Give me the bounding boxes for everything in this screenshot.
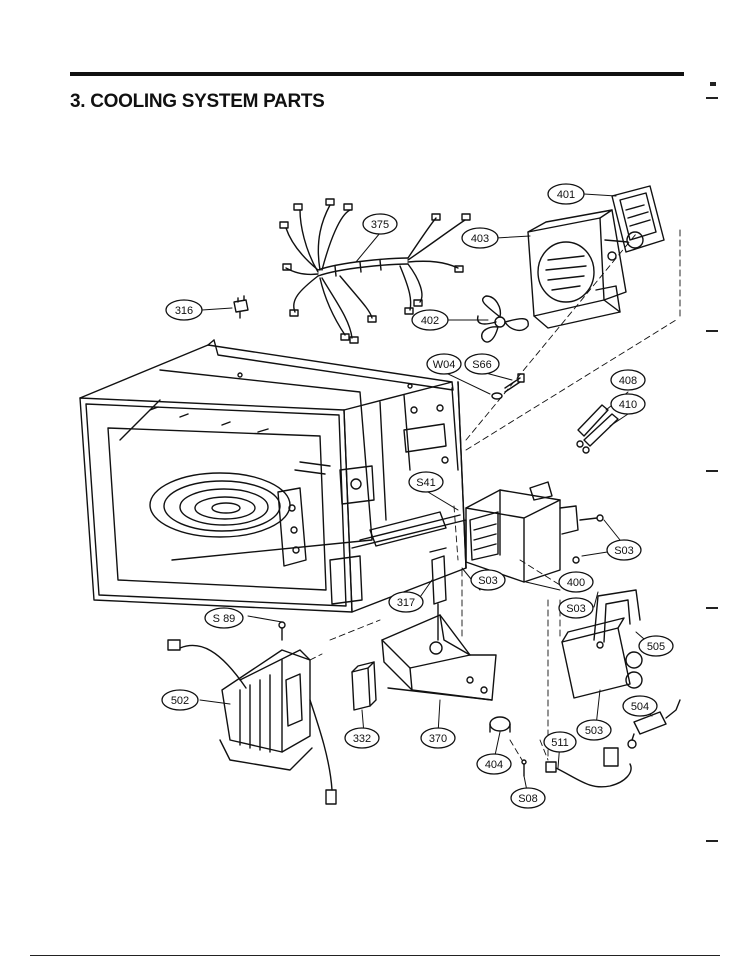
callout-317-label: 317 <box>397 597 415 609</box>
part-316-drawing <box>233 295 249 319</box>
callout-410-label: 410 <box>619 399 637 411</box>
callout-400-label: 400 <box>567 577 585 589</box>
callout-400: 400 <box>558 571 594 593</box>
callout-s08: S08 <box>510 787 546 809</box>
callout-s03-mid: S03 <box>470 569 506 591</box>
callout-505: 505 <box>638 635 674 657</box>
bottom-rule <box>30 955 720 956</box>
callout-332: 332 <box>344 727 380 749</box>
callout-316-label: 316 <box>175 305 193 317</box>
callout-511-label: 511 <box>551 737 569 749</box>
callout-316: 316 <box>165 299 203 321</box>
callout-s03-mid-label: S03 <box>478 575 498 587</box>
page-title: 3. COOLING SYSTEM PARTS <box>70 91 325 112</box>
callout-504-label: 504 <box>631 701 649 713</box>
cutout-drawing <box>489 716 527 777</box>
callout-402: 402 <box>411 309 449 331</box>
screw-washer-drawing <box>491 373 525 400</box>
callout-502: 502 <box>161 689 199 711</box>
capacitor-drawing <box>545 589 681 788</box>
callout-402-label: 402 <box>421 315 439 327</box>
callout-401: 401 <box>547 183 585 205</box>
callout-s08-label: S08 <box>518 793 538 805</box>
callout-s41: S41 <box>408 471 444 493</box>
margin-mark <box>706 97 718 99</box>
callout-s41-label: S41 <box>416 477 436 489</box>
callout-404: 404 <box>476 753 512 775</box>
callout-403-label: 403 <box>471 233 489 245</box>
margin-mark <box>706 470 718 472</box>
callout-403: 403 <box>461 227 499 249</box>
part-332-drawing <box>351 661 377 711</box>
callout-503-label: 503 <box>585 725 603 737</box>
callout-s03-low: S03 <box>558 597 594 619</box>
callout-370: 370 <box>420 727 456 749</box>
fuse-drawing <box>576 404 619 454</box>
callout-375-label: 375 <box>371 219 389 231</box>
margin-mark <box>710 82 716 86</box>
margin-mark <box>706 330 718 332</box>
callout-s89-label: S 89 <box>213 613 236 625</box>
callout-375: 375 <box>362 213 398 235</box>
callout-404-label: 404 <box>485 759 503 771</box>
leader-lines <box>199 193 653 797</box>
callout-401-label: 401 <box>557 189 575 201</box>
callout-408-label: 408 <box>619 375 637 387</box>
callout-511: 511 <box>543 731 577 753</box>
callout-503: 503 <box>576 719 612 741</box>
callout-w04: W04 <box>426 353 462 375</box>
callout-s66-label: S66 <box>472 359 492 371</box>
assembly-lines <box>309 229 681 761</box>
part-callouts: 401 403 375 316 402 W04 S66 408 410 S41 … <box>161 183 674 809</box>
callout-s03-low-label: S03 <box>566 603 586 615</box>
callout-505-label: 505 <box>647 641 665 653</box>
fan-assembly-drawing <box>476 185 665 343</box>
callout-502-label: 502 <box>171 695 189 707</box>
transformer-drawing <box>167 621 337 805</box>
callout-408: 408 <box>610 369 646 391</box>
margin-mark <box>706 840 718 842</box>
margin-mark <box>706 607 718 609</box>
title-rule <box>70 72 684 76</box>
callout-s66: S66 <box>464 353 500 375</box>
wire-harness-drawing <box>279 198 471 344</box>
callout-504: 504 <box>622 695 658 717</box>
callout-317: 317 <box>388 591 424 613</box>
callout-370-label: 370 <box>429 733 447 745</box>
callout-s89: S 89 <box>204 607 244 629</box>
callout-w04-label: W04 <box>433 359 456 371</box>
cavity-frame-drawing <box>79 339 467 613</box>
callout-s03-right: S03 <box>606 539 642 561</box>
callout-332-label: 332 <box>353 733 371 745</box>
callout-410: 410 <box>610 393 646 415</box>
air-duct-drawing <box>381 547 497 701</box>
callout-s03-right-label: S03 <box>614 545 634 557</box>
magnetron-drawing <box>465 481 604 583</box>
